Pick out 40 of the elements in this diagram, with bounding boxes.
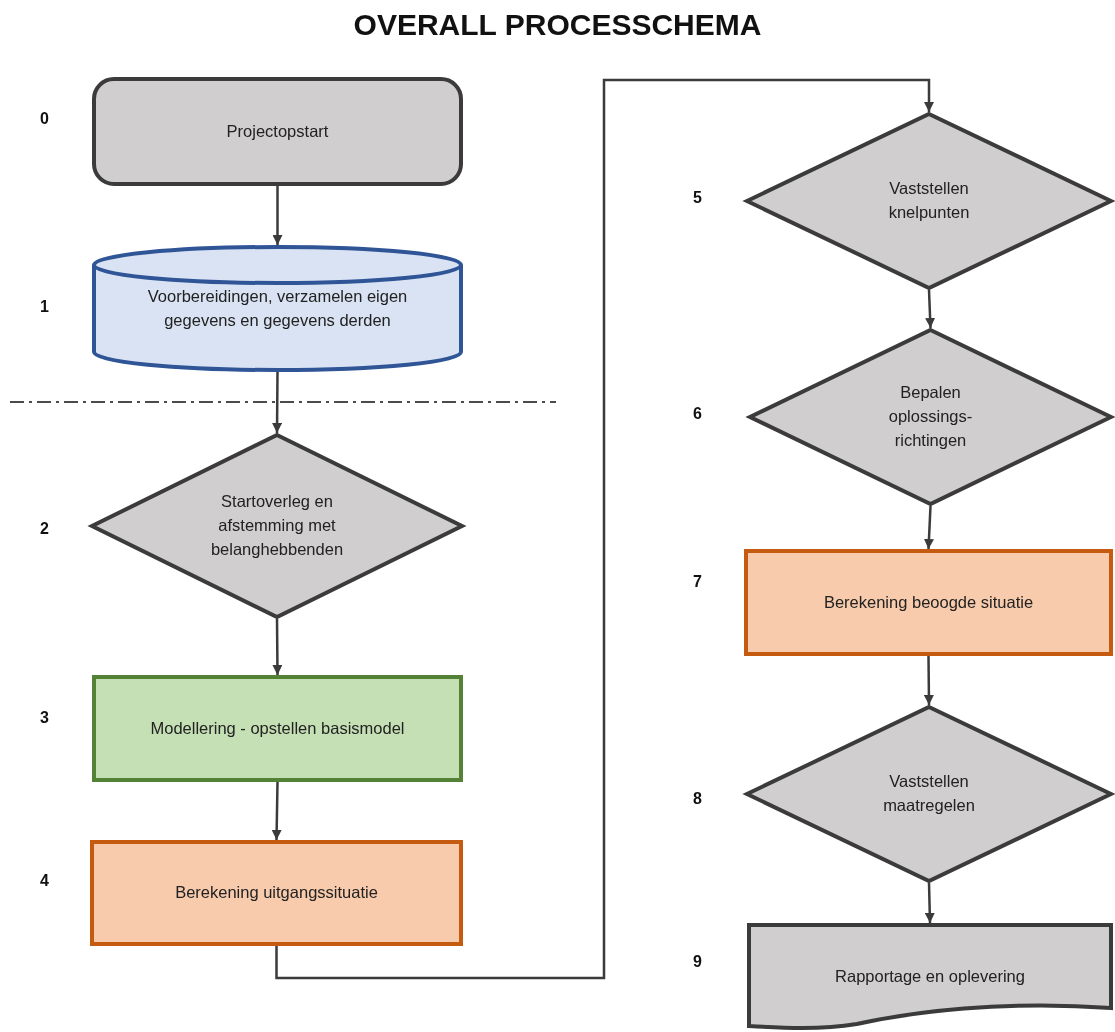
step-number: 0	[40, 110, 49, 128]
arrow	[923, 656, 934, 705]
step-number: 1	[40, 298, 49, 316]
start-box	[92, 77, 463, 186]
arrow	[272, 372, 283, 433]
process-box	[92, 675, 463, 782]
arrow	[925, 289, 936, 329]
arrow	[272, 619, 283, 675]
decision-diamond	[748, 328, 1113, 506]
arrow	[271, 781, 282, 841]
diagram-title: OVERALL PROCESSCHEMA	[352, 8, 763, 42]
step-number: 8	[693, 790, 702, 808]
process-box	[744, 549, 1113, 656]
arrow	[272, 186, 283, 245]
step-number: 2	[40, 520, 49, 538]
node-label: Startoverleg en afstemming met belanghebbenden	[209, 491, 345, 560]
step-number: 6	[693, 405, 702, 423]
decision-diamond	[90, 433, 464, 619]
arrow	[275, 78, 934, 980]
arrow	[923, 505, 934, 550]
node-label: Projectopstart	[226, 120, 329, 142]
process-box	[90, 840, 463, 946]
arrow	[924, 882, 935, 924]
node-label: Rapportage en oplevering	[835, 965, 1025, 987]
node-label: Bepalen oplossings- richtingen	[887, 382, 974, 451]
node-label: Berekening uitgangssituatie	[175, 882, 378, 904]
document-shape	[747, 923, 1113, 1030]
step-number: 5	[693, 189, 702, 207]
step-number: 4	[40, 872, 49, 890]
node-label: Voorbereidingen, verzamelen eigen gegevens en gegevens derden	[146, 285, 409, 331]
step-number: 7	[693, 573, 702, 591]
decision-diamond	[745, 705, 1113, 883]
node-label: Vaststellen maatregelen	[882, 771, 976, 816]
node-label: Vaststellen knelpunten	[887, 178, 971, 223]
node-label: Berekening beoogde situatie	[823, 591, 1034, 613]
step-number: 9	[693, 953, 702, 971]
node-label: Modellering - opstellen basismodel	[150, 717, 405, 739]
data-cylinder	[92, 245, 463, 372]
step-number: 3	[40, 709, 49, 727]
decision-diamond	[745, 112, 1113, 290]
